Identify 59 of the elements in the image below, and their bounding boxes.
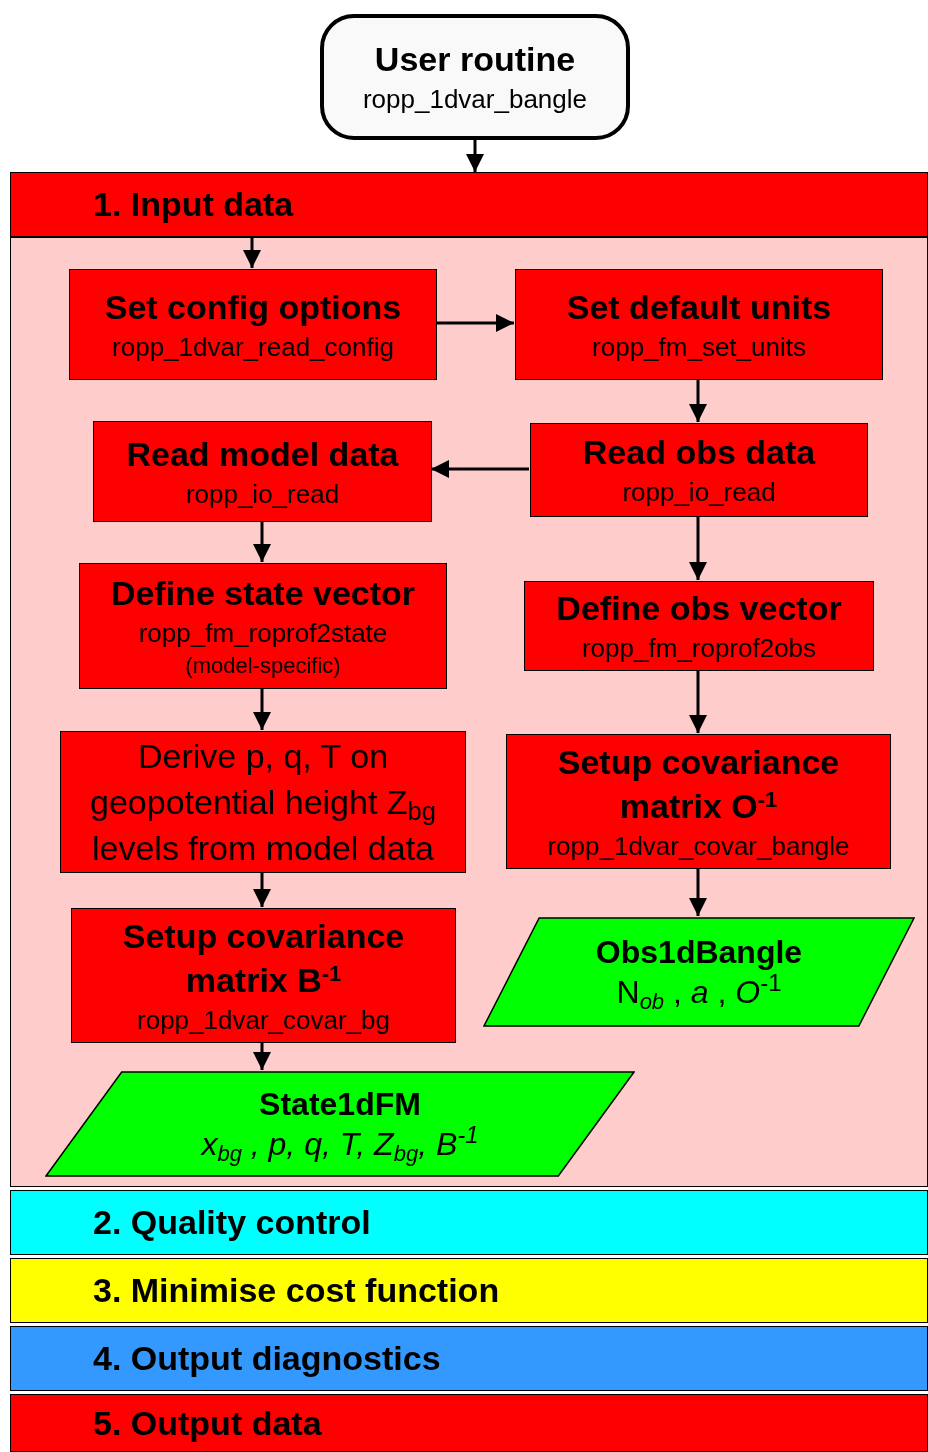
stage-title: 5. Output data [93,1402,322,1444]
stage-title: 1. Input data [93,184,294,225]
process-box [515,269,883,380]
arrow [253,688,271,730]
node-title: Derive p, q, T on geopotential height Z$_{bg}$ levels from model data [89,736,437,869]
node-title: Setup covariance matrix B$^{-1}$ [121,915,406,1001]
arrow [253,521,271,562]
start-box [320,14,630,140]
arrow [689,670,707,733]
node-title: Set config options [104,286,402,328]
stage-title: 4. Output diagnostics [93,1338,441,1379]
node-subtitle: ropp_io_read [622,476,776,509]
process-box [79,563,447,689]
node-title: Set default units [566,286,832,328]
arrow [243,237,261,268]
data-parallelogram [483,917,915,1027]
data-parallelogram [45,1071,635,1177]
node-subtitle: (model-specific) [185,652,341,680]
arrow [436,314,514,332]
stage-band [10,1394,928,1452]
stage-band [10,1190,928,1255]
node-subtitle: ropp_io_read [185,477,340,511]
process-box [93,421,432,522]
stage-title: 2. Quality control [93,1202,371,1243]
node-subtitle: ropp_1dvar_covar_bg [137,1003,390,1037]
arrow [689,379,707,422]
arrow [689,516,707,580]
node-subtitle: ropp_1dvar_read_config [112,330,394,364]
process-box [506,734,891,869]
stage-band [10,1326,928,1391]
arrow [689,868,707,916]
node-subtitle: ropp_1dvar_bangle [362,83,588,116]
process-box [60,731,466,873]
process-box [530,423,868,517]
node-title: Setup covariance matrix O$^{-1}$ [556,741,841,827]
stage-band [10,172,928,237]
arrow [466,140,484,172]
node-title: Define state vector [110,573,416,614]
node-title: Read obs data [582,432,816,473]
node-subtitle: x$_{bg}$ , p, q, T, Z$_{bg}$, B$^{-1}$ [201,1124,479,1164]
section-panel [10,237,928,1187]
node-title: Read model data [126,433,399,475]
process-box [524,581,874,671]
node-subtitle: ropp_fm_roprof2obs [581,632,817,665]
process-box [69,269,437,380]
stage-title: 3. Minimise cost function [93,1270,500,1311]
arrow [431,460,529,478]
arrow [253,872,271,907]
node-subtitle: N$_{ob}$ , a , O$^{-1}$ [616,972,782,1012]
stage-band [10,1258,928,1323]
node-title: State1dFM [259,1085,421,1124]
node-subtitle: ropp_1dvar_covar_bangle [547,829,850,863]
node-title: Obs1dBangle [595,933,803,972]
node-title: Define obs vector [556,588,842,629]
arrow [253,1042,271,1070]
node-subtitle: ropp_fm_set_units [592,330,806,364]
process-box [71,908,456,1043]
node-subtitle: ropp_fm_roprof2state [138,617,388,650]
node-title: User routine [374,39,576,80]
